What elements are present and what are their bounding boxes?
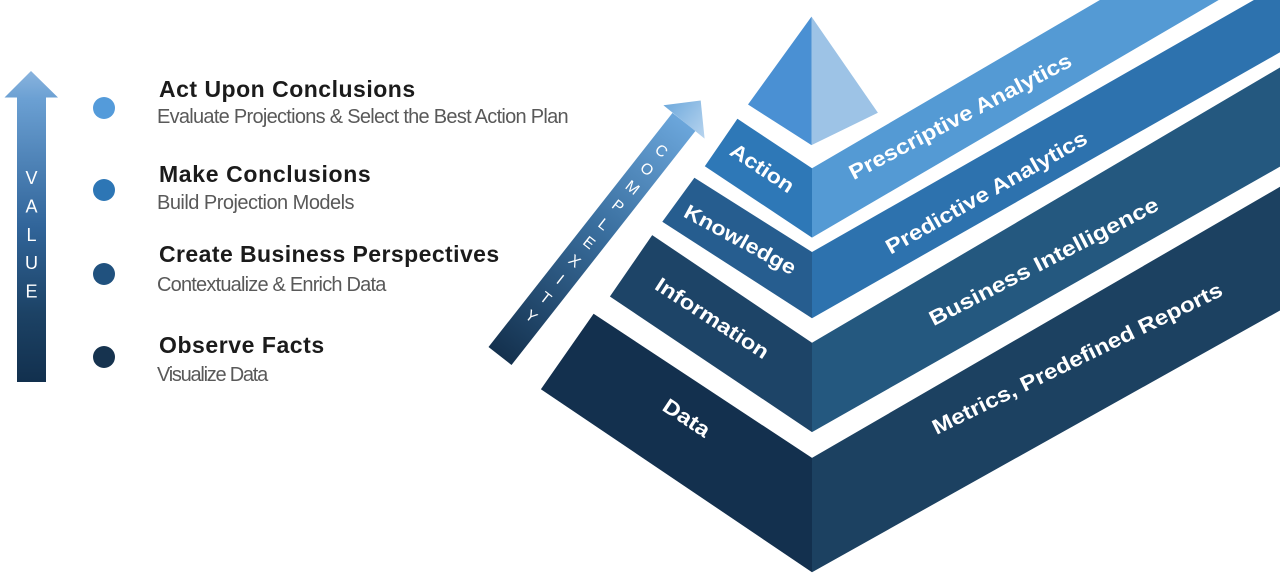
- svg-text:E: E: [25, 282, 37, 302]
- svg-text:U: U: [25, 253, 38, 273]
- svg-text:V: V: [25, 168, 37, 188]
- svg-text:L: L: [26, 225, 36, 245]
- svg-text:A: A: [25, 196, 37, 216]
